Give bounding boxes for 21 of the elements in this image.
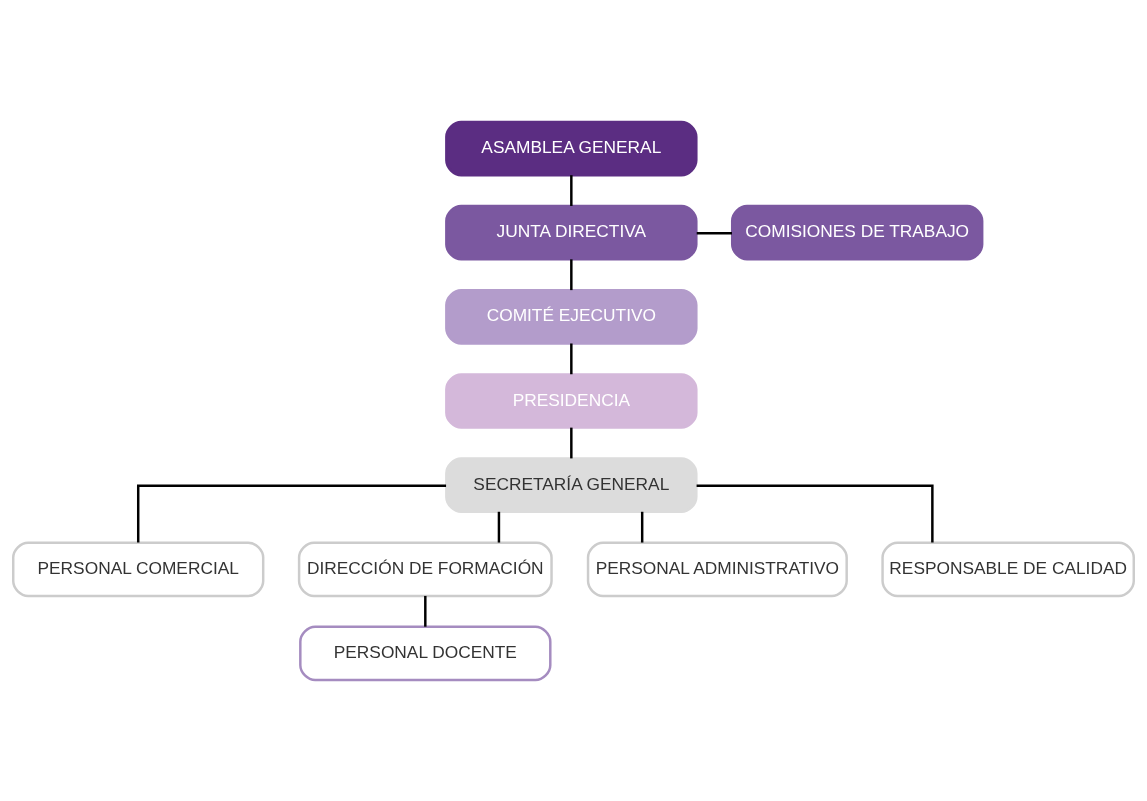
node-box: PERSONAL DOCENTE <box>299 625 552 681</box>
node-box: DIRECCIÓN DE FORMACIÓN <box>297 540 553 597</box>
node-box: COMISIONES DE TRABAJO <box>730 204 984 261</box>
node-box: PRESIDENCIA <box>445 372 698 429</box>
connector <box>640 511 644 543</box>
connector <box>424 595 427 627</box>
connector <box>497 511 501 543</box>
connector <box>570 258 573 290</box>
connector <box>137 484 447 542</box>
connector <box>570 343 573 374</box>
node-box: COMITÉ EJECUTIVO <box>445 288 698 345</box>
node-box: SECRETARÍA GENERAL <box>445 456 698 513</box>
connector <box>696 484 934 542</box>
connector <box>570 427 573 458</box>
connector <box>570 174 573 206</box>
node-box: PERSONAL COMERCIAL <box>12 540 265 597</box>
node-box: PERSONAL ADMINISTRATIVO <box>586 540 848 597</box>
node-box: ASAMBLEA GENERAL <box>445 120 698 176</box>
node-box: RESPONSABLE DE CALIDAD <box>881 540 1135 597</box>
node-box: JUNTA DIRECTIVA <box>445 204 698 261</box>
connector <box>696 231 732 235</box>
